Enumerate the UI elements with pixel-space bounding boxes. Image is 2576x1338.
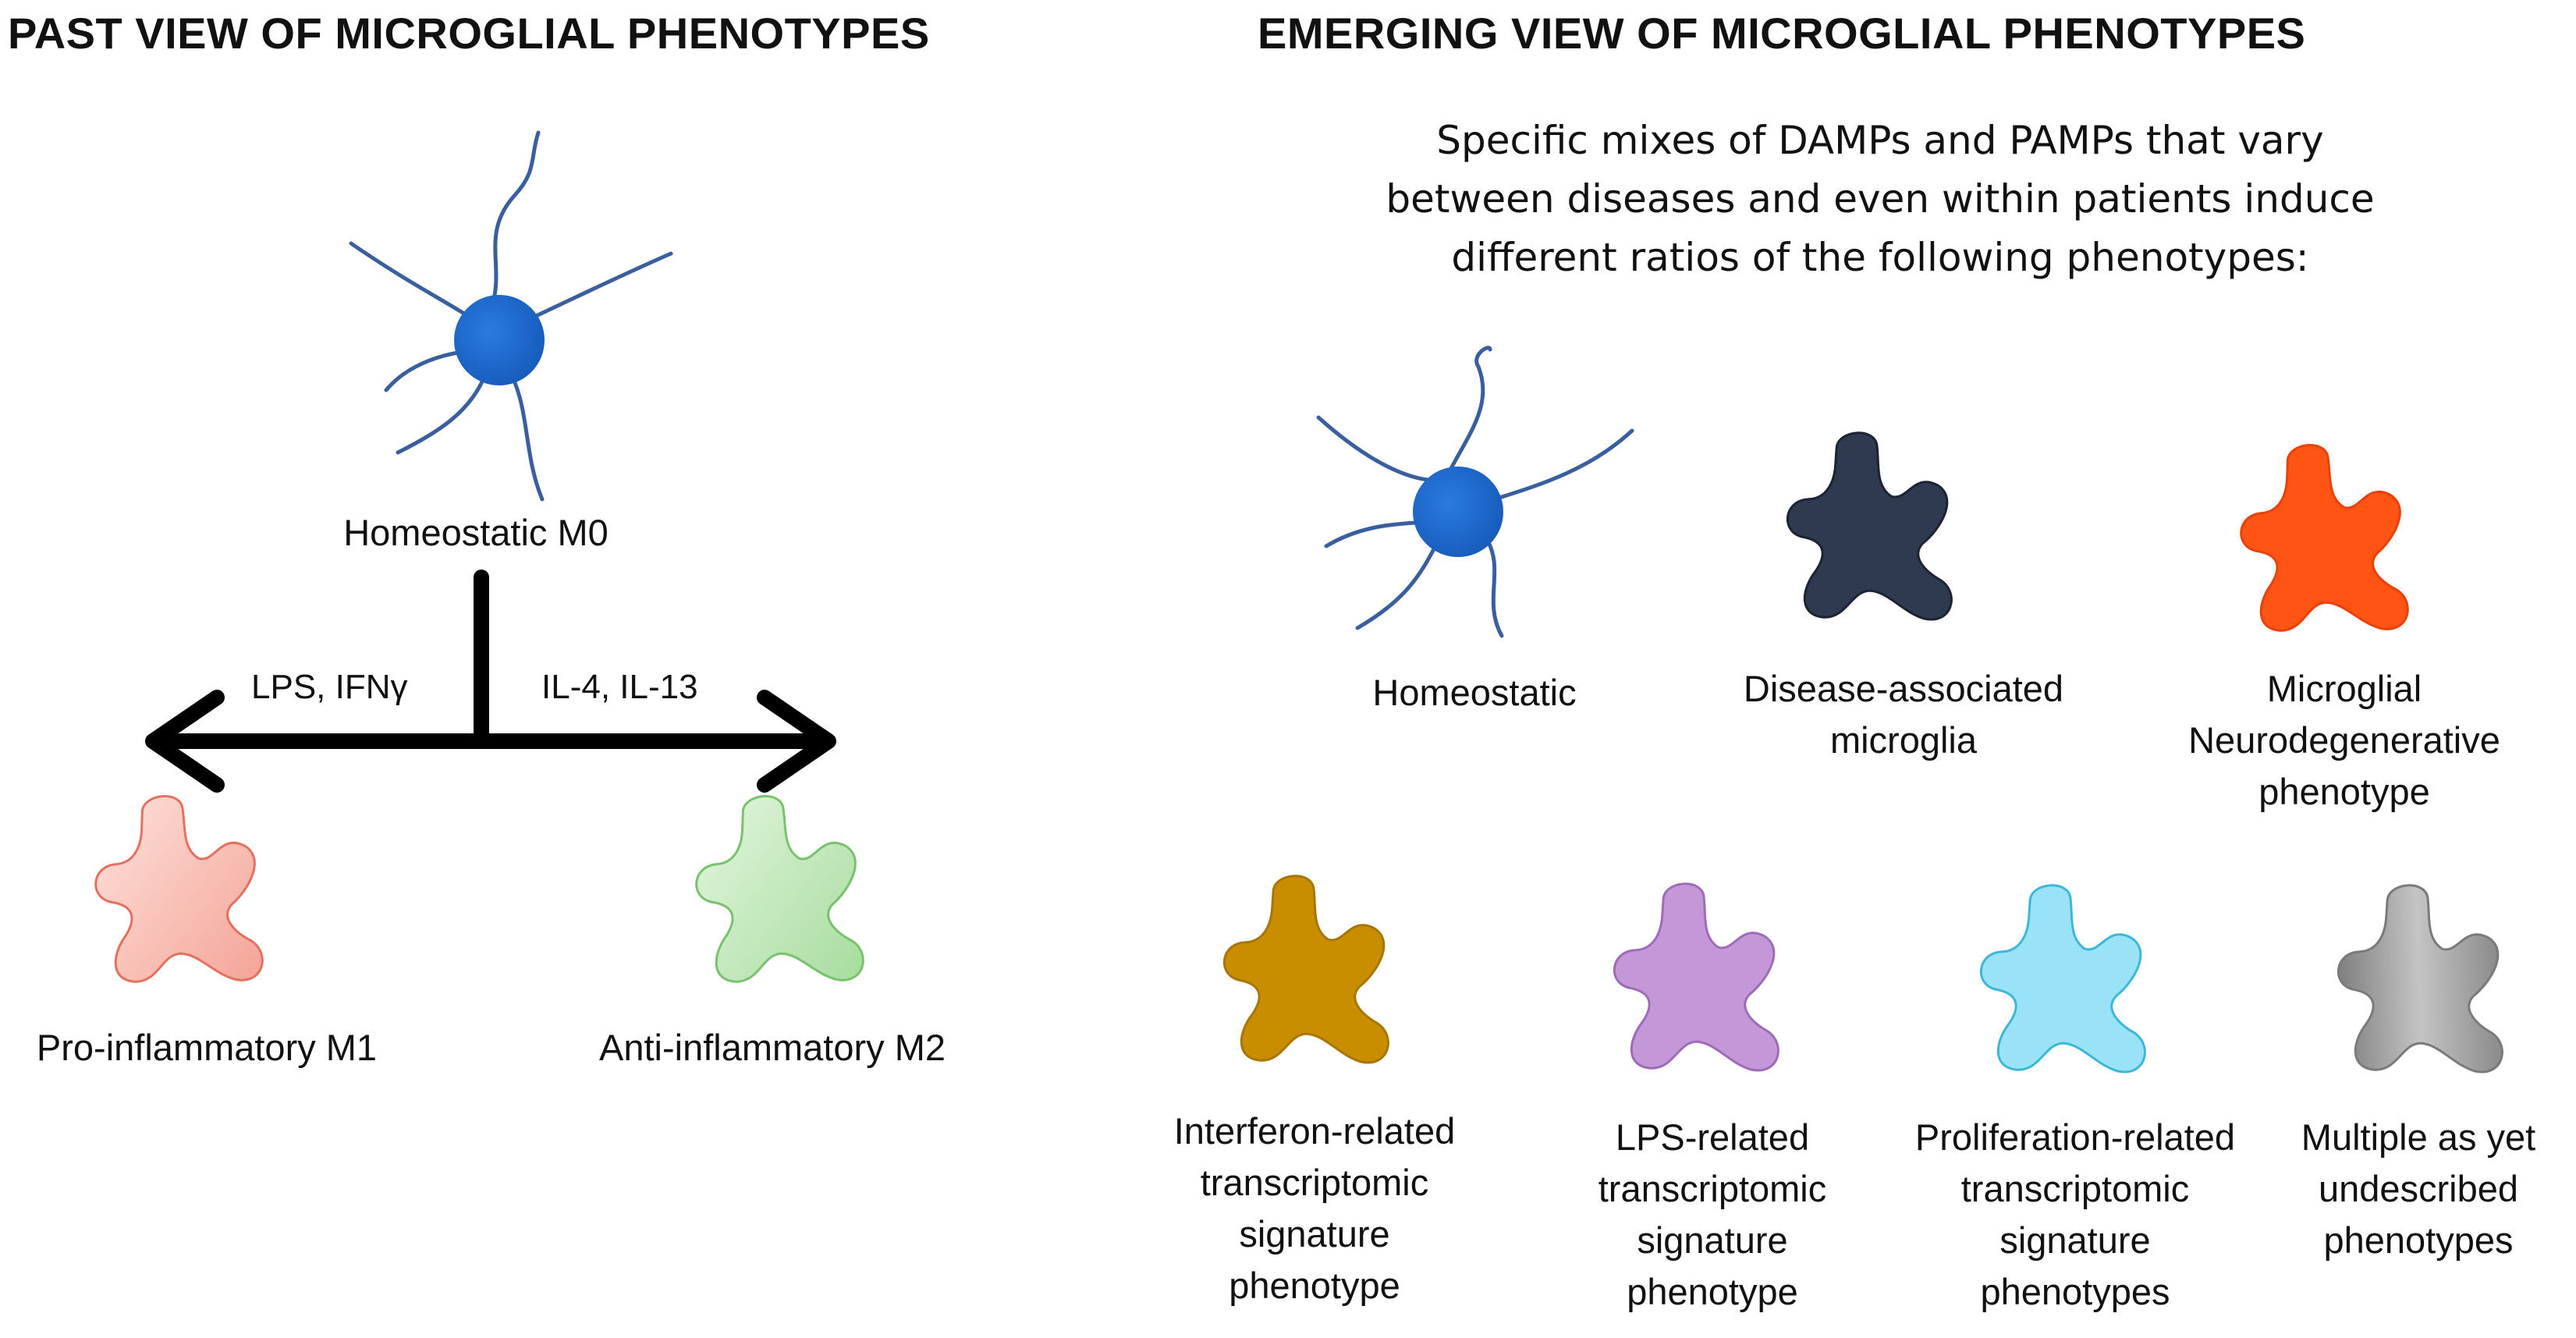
disease-associated-microglia-icon bbox=[1783, 428, 1953, 626]
homeostatic-label: Homeostatic bbox=[1318, 667, 1630, 719]
label-line: phenotype bbox=[2258, 771, 2430, 812]
homeostatic-m0-cell-icon bbox=[349, 130, 673, 502]
anti-inflammatory-stimulus-label: IL-4, IL-13 bbox=[541, 668, 698, 706]
lps-label: LPS-related transcriptomic signature phe… bbox=[1541, 1112, 1884, 1318]
m1-cell-icon bbox=[88, 789, 265, 992]
label-line: Proliferation-related bbox=[1914, 1116, 2236, 1158]
interferon-label: Interferon-related transcriptomic signat… bbox=[1127, 1106, 1502, 1311]
label-line: signature bbox=[1239, 1213, 1390, 1255]
polarization-arrows bbox=[145, 570, 836, 793]
label-line: signature bbox=[1999, 1219, 2151, 1261]
undescribed-label: Multiple as yet undescribed phenotypes bbox=[2262, 1112, 2574, 1266]
intro-line: different ratios of the following phenot… bbox=[1451, 235, 2309, 280]
label-line: phenotype bbox=[1229, 1265, 1400, 1306]
m1-label: Pro-inflammatory M1 bbox=[36, 1027, 378, 1068]
interferon-phenotype-icon bbox=[1220, 871, 1390, 1069]
intro-line: between diseases and even within patient… bbox=[1386, 176, 2375, 222]
label-line: Neurodegenerative bbox=[2188, 719, 2500, 761]
past-view-heading: PAST VIEW OF MICROGLIAL PHENOTYPES bbox=[8, 9, 930, 58]
label-line: Microglial bbox=[2266, 668, 2422, 709]
label-line: transcriptomic bbox=[1960, 1168, 2190, 1209]
m2-cell-icon bbox=[689, 789, 866, 992]
m2-label: Anti-inflammatory M2 bbox=[599, 1027, 946, 1068]
label-line: Homeostatic bbox=[1372, 672, 1577, 713]
emerging-intro-text: Specific mixes of DAMPs and PAMPs that v… bbox=[1287, 112, 2473, 287]
proliferation-phenotype-icon bbox=[1977, 881, 2147, 1078]
undescribed-phenotype-icon bbox=[2334, 881, 2504, 1078]
label-line: phenotype bbox=[1627, 1271, 1798, 1312]
label-line: transcriptomic bbox=[1598, 1168, 1827, 1209]
homeostatic-cell-icon bbox=[1316, 346, 1634, 638]
neurodegenerative-label: Microglial Neurodegenerative phenotype bbox=[2134, 663, 2555, 818]
label-line: signature bbox=[1637, 1219, 1788, 1261]
proliferation-label: Proliferation-related transcriptomic sig… bbox=[1872, 1112, 2278, 1318]
lps-phenotype-icon bbox=[1610, 879, 1780, 1077]
intro-line: Specific mixes of DAMPs and PAMPs that v… bbox=[1436, 118, 2324, 163]
pro-inflammatory-stimulus-label: LPS, IFNγ bbox=[251, 668, 408, 706]
neurodegenerative-phenotype-icon bbox=[2234, 438, 2411, 641]
label-line: transcriptomic bbox=[1200, 1162, 1429, 1203]
label-line: undescribed bbox=[2318, 1168, 2519, 1209]
homeostatic-m0-label: Homeostatic M0 bbox=[343, 512, 609, 553]
emerging-view-heading: EMERGING VIEW OF MICROGLIAL PHENOTYPES bbox=[1258, 9, 2306, 58]
label-line: phenotypes bbox=[2323, 1219, 2514, 1261]
label-line: Multiple as yet bbox=[2301, 1116, 2536, 1158]
label-line: Disease-associated bbox=[1743, 668, 2064, 709]
disease-associated-label: Disease-associated microglia bbox=[1685, 663, 2122, 766]
label-line: phenotypes bbox=[1980, 1271, 2170, 1312]
label-line: Interferon-related bbox=[1173, 1110, 1456, 1152]
label-line: LPS-related bbox=[1615, 1116, 1810, 1158]
label-line: microglia bbox=[1829, 719, 1978, 761]
